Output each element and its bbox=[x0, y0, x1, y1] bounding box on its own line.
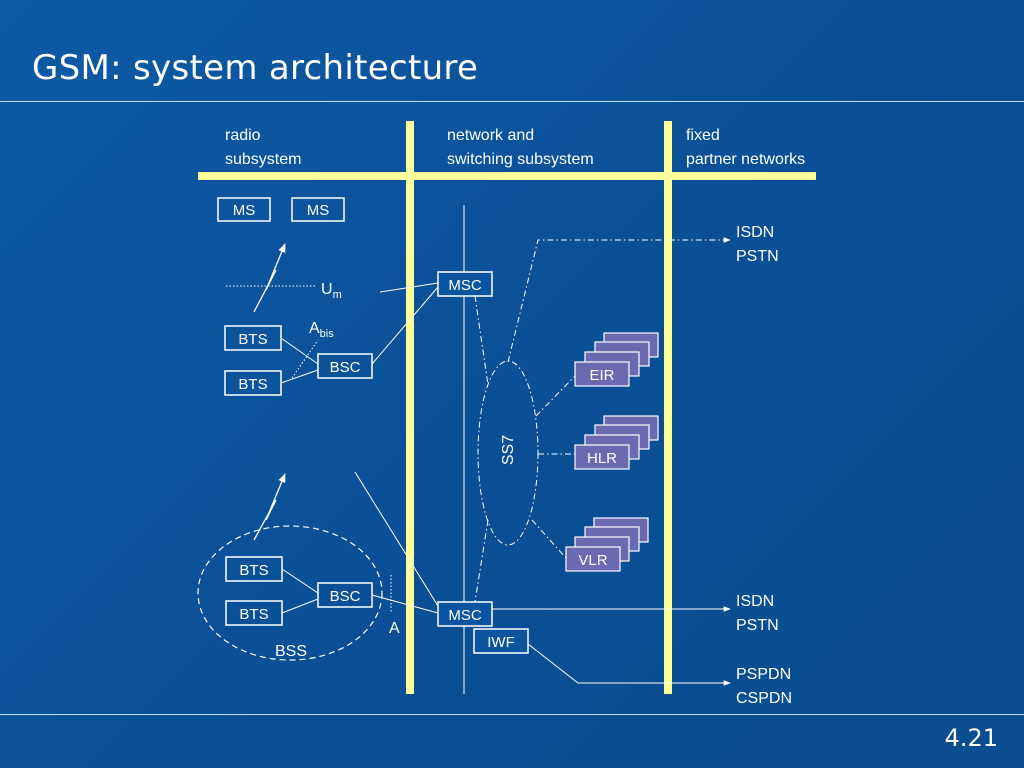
link-bsc2-msc2 bbox=[371, 594, 439, 614]
footer-divider bbox=[0, 714, 1024, 715]
iwf-label: IWF bbox=[487, 634, 515, 651]
radio-link-upper bbox=[253, 243, 286, 313]
column-fixed-line1: fixed bbox=[686, 127, 720, 144]
link-bsc1-msc1 bbox=[371, 286, 439, 365]
bts-label-3: BTS bbox=[239, 562, 268, 579]
title-divider bbox=[0, 101, 1024, 102]
um-interface-label: Um bbox=[321, 281, 342, 301]
column-network-line2: switching subsystem bbox=[447, 151, 594, 168]
link-bts2-bsc1 bbox=[280, 369, 319, 384]
msc-label-2: MSC bbox=[448, 607, 482, 624]
vlr-label: VLR bbox=[578, 552, 607, 569]
pspdn-label: PSPDN bbox=[736, 666, 791, 683]
abis-interface-line bbox=[291, 339, 319, 379]
link-bts4-bsc2 bbox=[281, 598, 319, 614]
a-interface-label: A bbox=[389, 620, 400, 637]
bts-label-2: BTS bbox=[238, 376, 267, 393]
pstn-label-2: PSTN bbox=[736, 617, 779, 634]
abis-interface-label: Abis bbox=[309, 320, 334, 340]
ss7-to-vlr bbox=[531, 519, 567, 559]
link-bts1-bsc1 bbox=[280, 337, 319, 365]
column-network-line1: network and bbox=[447, 127, 534, 144]
ms-box-2 bbox=[291, 197, 345, 222]
vlr-box bbox=[565, 546, 621, 572]
msc-box-2 bbox=[437, 601, 493, 627]
iwf-to-pspdn bbox=[527, 643, 731, 686]
slide-title: GSM: system architecture bbox=[32, 48, 479, 88]
bts-label-4: BTS bbox=[239, 606, 268, 623]
hlr-box bbox=[574, 444, 630, 470]
bsc-label-2: BSC bbox=[330, 588, 361, 605]
bts-label-1: BTS bbox=[238, 331, 267, 348]
msc2-to-ss7 bbox=[474, 519, 489, 603]
column-fixed-line2: partner networks bbox=[686, 151, 805, 168]
msc1-to-ss7 bbox=[474, 295, 489, 386]
pstn-label-1: PSTN bbox=[736, 248, 779, 265]
bss-label: BSS bbox=[275, 643, 307, 660]
page-number: 4.21 bbox=[944, 724, 998, 752]
eir-box bbox=[574, 361, 630, 387]
link-bts3-bsc2 bbox=[281, 568, 319, 594]
isdn-label-2: ISDN bbox=[736, 593, 774, 610]
bsc-box-1 bbox=[317, 353, 373, 379]
ms-box-1 bbox=[217, 197, 271, 222]
column-radio-line2: subsystem bbox=[225, 151, 301, 168]
iwf-box bbox=[473, 628, 529, 654]
bsc-label-1: BSC bbox=[330, 359, 361, 376]
bss-boundary bbox=[197, 525, 383, 661]
msc1-to-isdn-signaling bbox=[507, 237, 731, 363]
cspdn-label: CSPDN bbox=[736, 690, 792, 707]
ss7-label: SS7 bbox=[500, 435, 517, 465]
link-msc1-left bbox=[379, 282, 439, 293]
msc-label-1: MSC bbox=[448, 277, 482, 294]
ss7-network bbox=[477, 360, 539, 546]
msc-box-1 bbox=[437, 271, 493, 297]
link-upper-bss-msc2 bbox=[354, 471, 439, 607]
radio-link-lower bbox=[253, 473, 286, 541]
ss7-to-eir bbox=[535, 375, 576, 417]
isdn-label-1: ISDN bbox=[736, 224, 774, 241]
eir-label: EIR bbox=[589, 367, 614, 384]
ms-label-1: MS bbox=[233, 202, 256, 219]
column-radio-line1: radio bbox=[225, 127, 261, 144]
ms-label-2: MS bbox=[307, 202, 330, 219]
hlr-label: HLR bbox=[587, 450, 617, 467]
